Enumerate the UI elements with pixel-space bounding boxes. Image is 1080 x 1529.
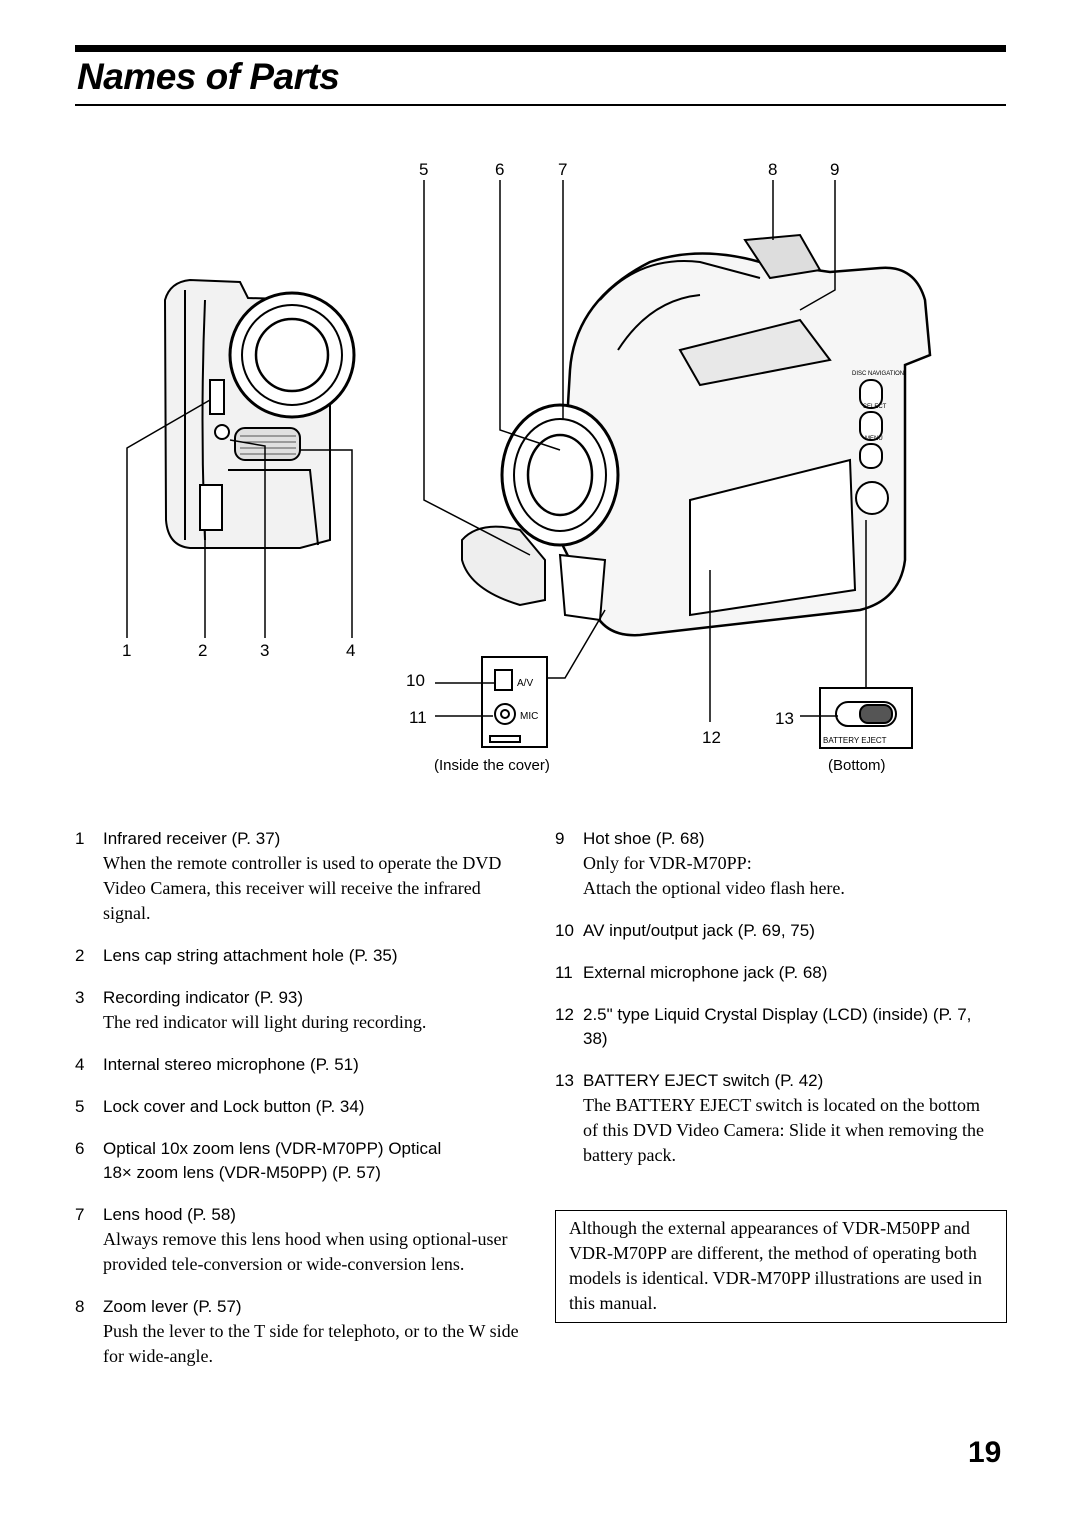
part-number: 11 <box>555 963 573 982</box>
header-rule-bottom <box>75 104 1006 106</box>
part-item-13: 13 BATTERY EJECT switch (P. 42) The BATTE… <box>555 1069 985 1168</box>
part-item-12: 12 2.5" type Liquid Crystal Display (LCD)… <box>555 1003 985 1051</box>
page-number: 19 <box>968 1436 1002 1469</box>
select-label: SELECT <box>863 404 887 410</box>
part-label: AV input/output jack (P. 69, 75) <box>583 921 815 940</box>
inside-cover-caption: (Inside the cover) <box>434 757 550 774</box>
callout-12: 12 <box>702 728 721 747</box>
part-number: 6 <box>75 1139 85 1158</box>
part-item-5: 5 Lock cover and Lock button (P. 34) <box>75 1095 525 1119</box>
part-description: The red indicator will light during reco… <box>103 1012 427 1032</box>
part-item-1: 1 Infrared receiver (P. 37) When the remo… <box>75 827 525 926</box>
part-number: 4 <box>75 1055 85 1074</box>
header-rule-top <box>75 45 1006 52</box>
part-description: Always remove this lens hood when using … <box>103 1229 508 1274</box>
camera-illustration: A/V MIC BATTERY EJECT DISC NAVIGATION SE… <box>126 180 932 749</box>
part-label: Hot shoe (P. 68) <box>583 829 705 848</box>
av-jack-label: A/V <box>517 678 533 689</box>
part-label: Lock cover and Lock button (P. 34) <box>103 1097 365 1116</box>
callout-2: 2 <box>198 641 208 660</box>
part-number: 10 <box>555 921 574 940</box>
part-label: External microphone jack (P. 68) <box>583 963 828 982</box>
part-item-2: 2 Lens cap string attachment hole (P. 35) <box>75 944 525 968</box>
part-number: 8 <box>75 1297 85 1316</box>
disc-navigation-label: DISC NAVIGATION <box>852 371 904 377</box>
part-number: 2 <box>75 946 85 965</box>
camera-side-view <box>423 180 932 722</box>
battery-eject-label: BATTERY EJECT <box>823 736 887 745</box>
part-number: 7 <box>75 1205 85 1224</box>
callout-4: 4 <box>346 641 356 660</box>
part-number: 9 <box>555 829 565 848</box>
part-item-3: 3 Recording indicator (P. 93) The red ind… <box>75 986 525 1035</box>
part-number: 13 <box>555 1071 574 1090</box>
callout-3: 3 <box>260 641 270 660</box>
part-label: Zoom lever (P. 57) <box>103 1297 242 1316</box>
part-description: When the remote controller is used to op… <box>103 853 502 923</box>
callout-6: 6 <box>495 160 505 179</box>
part-item-4: 4 Internal stereo microphone (P. 51) <box>75 1053 525 1077</box>
callout-1: 1 <box>122 641 132 660</box>
part-item-10: 10 AV input/output jack (P. 69, 75) <box>555 919 985 943</box>
part-item-11: 11 External microphone jack (P. 68) <box>555 961 985 985</box>
callout-7: 7 <box>558 160 568 179</box>
part-label: Infrared receiver (P. 37) <box>103 829 281 848</box>
callout-5: 5 <box>419 160 429 179</box>
model-note-box: Although the external appearances of VDR… <box>555 1210 1007 1323</box>
part-item-9: 9 Hot shoe (P. 68) Only for VDR-M70PP: At… <box>555 827 985 901</box>
page-title: Names of Parts <box>77 56 340 97</box>
callout-13: 13 <box>775 709 794 728</box>
callout-10: 10 <box>406 671 425 690</box>
parts-list-left: 1 Infrared receiver (P. 37) When the remo… <box>75 827 525 1387</box>
part-label: 2.5" type Liquid Crystal Display (LCD) (… <box>583 1005 972 1048</box>
callout-8: 8 <box>768 160 778 179</box>
menu-label: MENU <box>865 436 883 442</box>
part-label: Recording indicator (P. 93) <box>103 988 304 1007</box>
callout-9: 9 <box>830 160 840 179</box>
parts-list-right: 9 Hot shoe (P. 68) Only for VDR-M70PP: At… <box>555 827 985 1186</box>
camera-front-view <box>126 278 356 638</box>
callout-11: 11 <box>409 708 427 727</box>
part-description: Push the lever to the T side for telepho… <box>103 1321 519 1366</box>
part-label: BATTERY EJECT switch (P. 42) <box>583 1071 824 1090</box>
part-item-8: 8 Zoom lever (P. 57) Push the lever to th… <box>75 1295 525 1369</box>
part-label: Optical 10x zoom lens (VDR-M70PP) Optica… <box>103 1139 442 1182</box>
mic-jack-label: MIC <box>520 711 538 722</box>
part-number: 5 <box>75 1097 85 1116</box>
part-label: Internal stereo microphone (P. 51) <box>103 1055 359 1074</box>
part-label: Lens hood (P. 58) <box>103 1205 236 1224</box>
part-description-2: Attach the optional video flash here. <box>583 878 845 898</box>
part-description: The BATTERY EJECT switch is located on t… <box>583 1095 985 1165</box>
part-item-6: 6 Optical 10x zoom lens (VDR-M70PP) Optic… <box>75 1137 525 1185</box>
part-number: 12 <box>555 1005 574 1024</box>
jack-panel <box>435 656 548 748</box>
part-number: 3 <box>75 988 85 1007</box>
part-description: Only for VDR-M70PP: <box>583 853 752 873</box>
part-label: Lens cap string attachment hole (P. 35) <box>103 946 398 965</box>
part-item-7: 7 Lens hood (P. 58) Always remove this le… <box>75 1203 525 1277</box>
battery-eject-panel <box>800 687 913 749</box>
part-number: 1 <box>75 829 85 848</box>
bottom-caption: (Bottom) <box>828 757 886 774</box>
